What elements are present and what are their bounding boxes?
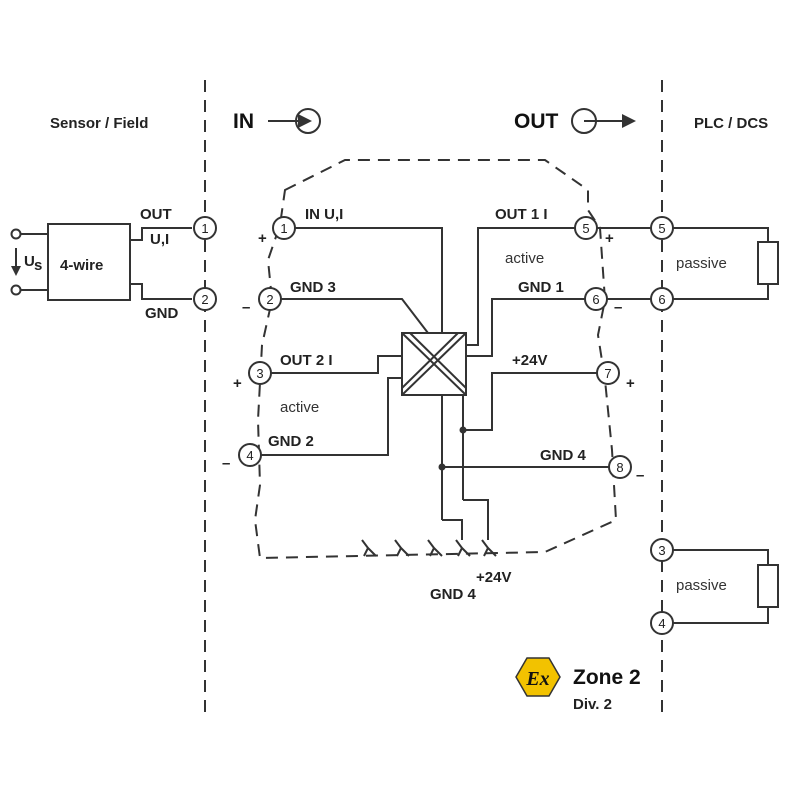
module-terminal-8: 8 xyxy=(608,455,632,479)
svg-text:1: 1 xyxy=(280,221,287,236)
sensor-box-label: 4-wire xyxy=(60,257,103,274)
svg-text:3: 3 xyxy=(658,543,665,558)
wire-out1 xyxy=(466,227,575,346)
plc-dcs-header: PLC / DCS xyxy=(694,115,768,132)
field-terminal-2: 2 xyxy=(193,287,217,311)
polarity-minus-t8: – xyxy=(636,467,644,484)
signal-out1-label: OUT 1 I xyxy=(495,206,548,223)
supply-subscript: s xyxy=(34,257,42,274)
svg-text:7: 7 xyxy=(604,366,611,381)
module-terminal-1: 1 xyxy=(272,216,296,240)
out-arrow-icon xyxy=(571,108,636,134)
svg-text:3: 3 xyxy=(256,366,263,381)
sensor-supply-terminal-bottom xyxy=(10,284,22,296)
plc-terminal-3: 3 xyxy=(650,538,674,562)
wire-bottom-gnd4 xyxy=(442,519,463,540)
module-terminal-3: 3 xyxy=(248,361,272,385)
signal-gnd3-label: GND 3 xyxy=(290,279,336,296)
svg-text:Ex: Ex xyxy=(525,668,549,690)
wire-24v xyxy=(463,372,597,431)
passive-top-label: passive xyxy=(676,255,727,272)
out-header: OUT xyxy=(514,110,559,133)
sensor-out-ui-label: U,I xyxy=(150,231,169,248)
zone-label: Zone 2 xyxy=(573,666,641,689)
sensor-out-label: OUT xyxy=(140,206,172,223)
svg-text:4: 4 xyxy=(658,616,665,631)
signal-out2-label: OUT 2 I xyxy=(280,352,333,369)
polarity-plus-t3: + xyxy=(233,375,242,392)
polarity-minus-t2: – xyxy=(242,299,250,316)
module-terminal-2: 2 xyxy=(258,287,282,311)
module-terminal-5: 5 xyxy=(574,216,598,240)
plc-passive-load-bottom xyxy=(673,549,779,624)
wire-bottom-24v xyxy=(463,499,489,540)
field-terminal-1: 1 xyxy=(193,216,217,240)
wire-gnd3 xyxy=(281,298,429,334)
polarity-plus-t1: + xyxy=(258,230,267,247)
sensor-field-header: Sensor / Field xyxy=(50,115,148,132)
svg-text:6: 6 xyxy=(592,292,599,307)
wire-sensor-out xyxy=(130,227,192,241)
active-left-label: active xyxy=(280,399,319,416)
module-housing-outline xyxy=(253,159,618,560)
wire-out2 xyxy=(271,355,402,374)
plc-terminal-6: 6 xyxy=(650,287,674,311)
junction-dot-gnd4 xyxy=(438,463,446,471)
module-terminal-6: 6 xyxy=(584,287,608,311)
signal-24v-label: +24V xyxy=(512,352,547,369)
sensor-supply-terminal-top xyxy=(10,228,22,240)
junction-dot-24v xyxy=(459,426,467,434)
wire-gnd1 xyxy=(466,298,585,357)
svg-text:2: 2 xyxy=(266,292,273,307)
svg-text:5: 5 xyxy=(582,221,589,236)
signal-in-ui-label: IN U,I xyxy=(305,206,343,223)
svg-text:2: 2 xyxy=(201,292,208,307)
polarity-minus-t4: – xyxy=(222,455,230,472)
passive-bottom-label: passive xyxy=(676,577,727,594)
svg-text:8: 8 xyxy=(616,460,623,475)
in-arrow-icon xyxy=(268,108,321,134)
polarity-minus-t6: – xyxy=(614,299,622,316)
ex-hazard-icon: Ex xyxy=(515,657,561,697)
bottom-gnd4-label: GND 4 xyxy=(430,586,477,603)
din-rail-connectors xyxy=(361,539,497,557)
signal-gnd2-label: GND 2 xyxy=(268,433,314,450)
sensor-box xyxy=(47,223,131,301)
module-terminal-4: 4 xyxy=(238,443,262,467)
wire-in-ui xyxy=(295,227,443,333)
out-terminals xyxy=(597,227,651,300)
polarity-plus-t7: + xyxy=(626,375,635,392)
plc-terminal-4: 4 xyxy=(650,611,674,635)
supply-label: U xyxy=(24,253,35,270)
plc-terminal-5: 5 xyxy=(650,216,674,240)
wire-gnd2 xyxy=(261,377,402,456)
module-terminal-7: 7 xyxy=(596,361,620,385)
div-label: Div. 2 xyxy=(573,696,612,713)
svg-text:6: 6 xyxy=(658,292,665,307)
svg-text:4: 4 xyxy=(246,448,253,463)
plc-passive-load-top xyxy=(673,227,779,300)
signal-gnd4-label: GND 4 xyxy=(540,447,587,464)
in-header: IN xyxy=(233,110,254,133)
svg-text:1: 1 xyxy=(201,221,208,236)
sensor-4wire: 4-wire U s OUT U,I GND xyxy=(10,206,192,322)
svg-text:5: 5 xyxy=(658,221,665,236)
wire-sensor-gnd xyxy=(130,283,192,300)
isolation-block xyxy=(401,332,467,396)
supply-arrow-icon xyxy=(11,248,21,276)
active-right-label: active xyxy=(505,250,544,267)
sensor-gnd-label: GND xyxy=(145,305,179,322)
signal-gnd1-label: GND 1 xyxy=(518,279,564,296)
polarity-plus-t5: + xyxy=(605,230,614,247)
bottom-24v-label: +24V xyxy=(476,569,511,586)
